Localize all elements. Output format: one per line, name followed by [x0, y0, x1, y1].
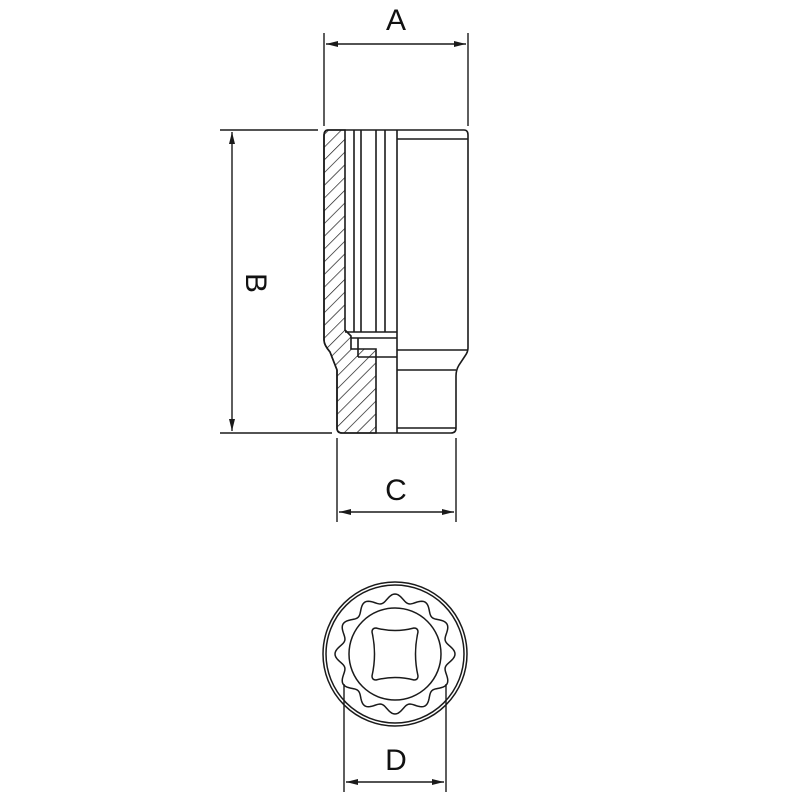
- dimension-b: [220, 129, 332, 434]
- outer-circle: [322, 581, 468, 727]
- end-view-12-point: [322, 581, 468, 727]
- label-a: A: [386, 4, 406, 37]
- dimension-d: [343, 684, 447, 792]
- label-d: D: [385, 744, 407, 777]
- dimension-c: [336, 438, 457, 522]
- square-drive-opening: [371, 627, 419, 681]
- side-section-view: [323, 129, 469, 434]
- socket-outline: [323, 129, 469, 434]
- dimension-a: [323, 33, 469, 126]
- outer-chamfer-circle: [325, 584, 465, 724]
- label-b: B: [239, 273, 272, 293]
- inner-circle: [348, 607, 442, 701]
- label-c: C: [385, 474, 407, 507]
- hatched-wall-section: [323, 129, 377, 434]
- twelve-point-profile: [334, 593, 456, 715]
